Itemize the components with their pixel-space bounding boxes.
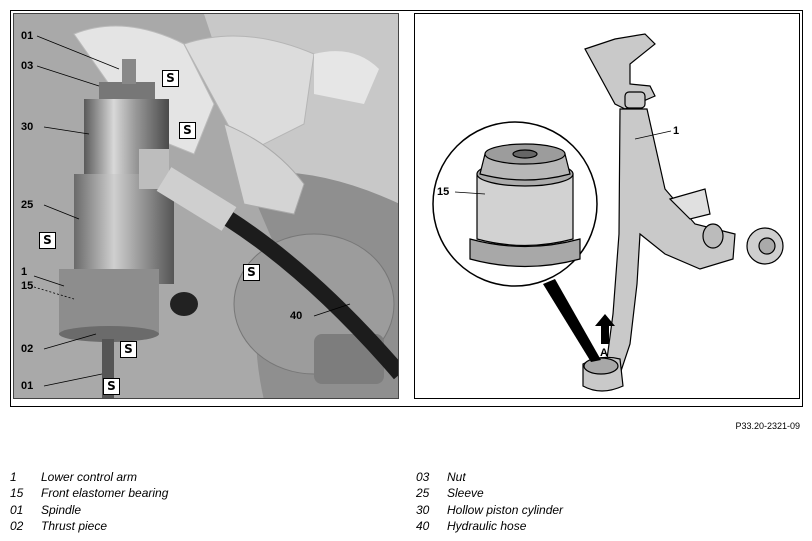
drawing-callout-15: 15 bbox=[437, 186, 450, 198]
legend-label: Hydraulic hose bbox=[447, 518, 527, 533]
drawing-callout-1: 1 bbox=[673, 125, 680, 137]
figure-reference: P33.20-2321-09 bbox=[735, 421, 800, 431]
legend-item: 01 Spindle bbox=[10, 502, 168, 518]
legend-number: 01 bbox=[10, 502, 24, 517]
photo-panel: 01 03 30 25 1 15 02 01 40 S S S S S S bbox=[13, 13, 399, 399]
photo-callout-25: 25 bbox=[21, 199, 34, 211]
legend-label: Spindle bbox=[41, 502, 82, 517]
photo-callout-03: 03 bbox=[21, 60, 34, 72]
torque-wrench-icon: S bbox=[179, 122, 196, 139]
photo-callout-1: 1 bbox=[21, 266, 28, 278]
legend-number: 15 bbox=[10, 486, 24, 501]
legend-item: 03 Nut bbox=[416, 469, 563, 485]
legend-number: 30 bbox=[416, 502, 430, 517]
photo-callout-30: 30 bbox=[21, 121, 34, 133]
photo-callout-15: 15 bbox=[21, 280, 34, 292]
photo-callout-01a: 01 bbox=[21, 30, 34, 42]
legend-number: 03 bbox=[416, 470, 430, 484]
legend-item: 25 Sleeve bbox=[416, 485, 563, 501]
legend-label: Hollow piston cylinder bbox=[447, 502, 564, 517]
control-arm-drawing bbox=[432, 33, 784, 392]
legend-label: Thrust piece bbox=[41, 518, 108, 533]
photo-callout-02: 02 bbox=[21, 343, 34, 355]
torque-wrench-icon: S bbox=[103, 378, 120, 395]
drawing-panel: 1 15 A bbox=[414, 13, 800, 399]
torque-wrench-icon: S bbox=[162, 70, 179, 87]
legend-item: 30 Hollow piston cylinder bbox=[416, 502, 563, 518]
drawing-callout-A: A bbox=[600, 347, 608, 359]
legend-number: 40 bbox=[416, 518, 430, 533]
torque-wrench-icon: S bbox=[39, 232, 56, 249]
legend-label: Lower control arm bbox=[41, 470, 138, 484]
legend-item: 40 Hydraulic hose bbox=[416, 518, 563, 534]
photo-illustration bbox=[14, 14, 398, 398]
torque-wrench-icon: S bbox=[120, 341, 137, 358]
legend-right: 03 Nut 25 Sleeve 30 Hollow piston cylind… bbox=[416, 469, 563, 534]
legend-label: Front elastomer bearing bbox=[41, 486, 169, 501]
legend-item: 02 Thrust piece bbox=[10, 518, 168, 534]
torque-wrench-icon: S bbox=[243, 264, 260, 281]
legend-number: 25 bbox=[416, 486, 430, 501]
legend-left: 1 Lower control arm 15 Front elastomer b… bbox=[10, 469, 168, 534]
legend-item: 15 Front elastomer bearing bbox=[10, 485, 168, 501]
legend-label: Nut bbox=[447, 470, 466, 484]
photo-callout-01b: 01 bbox=[21, 380, 34, 392]
photo-callout-40: 40 bbox=[290, 310, 303, 322]
legend-number: 02 bbox=[10, 518, 24, 533]
legend-label: Sleeve bbox=[447, 486, 484, 501]
legend-item: 1 Lower control arm bbox=[10, 469, 168, 485]
legend-number: 1 bbox=[10, 470, 17, 484]
